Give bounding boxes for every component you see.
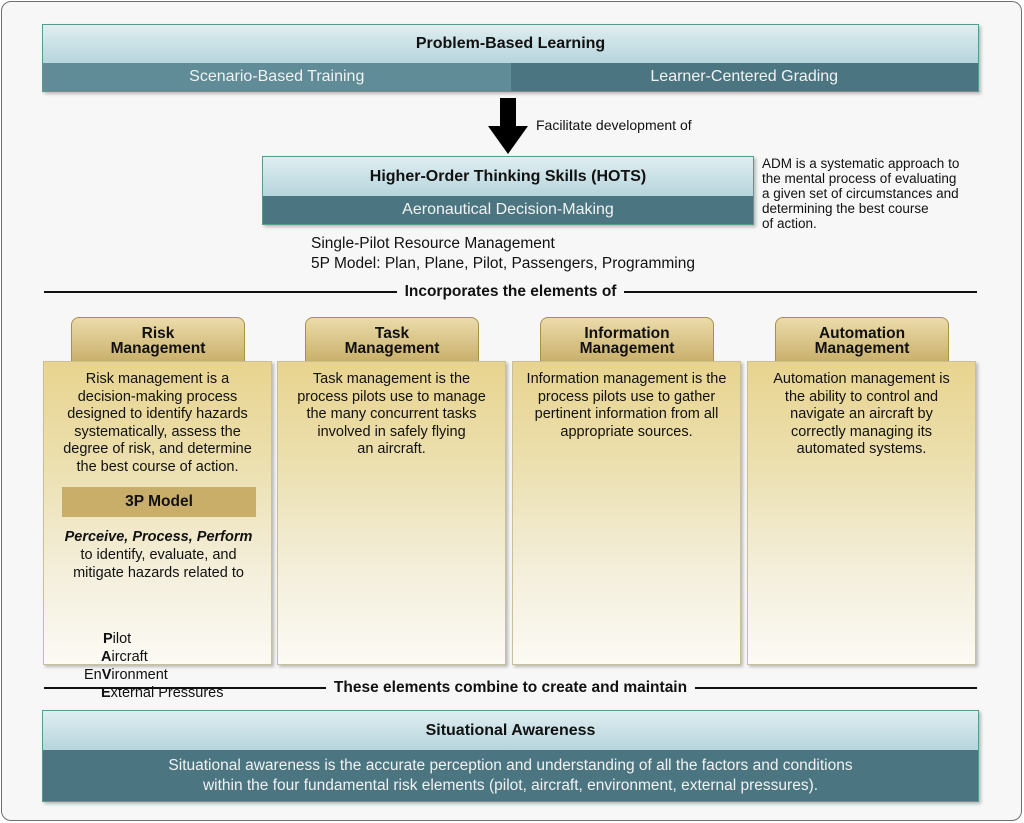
adm-note-line: the mental process of evaluating <box>762 171 957 186</box>
tab-title-line: Automation <box>818 324 906 342</box>
problem-based-learning-box: Problem-Based Learning Scenario-Based Tr… <box>42 24 979 92</box>
srm-line: Single-Pilot Resource Management <box>311 235 555 252</box>
risk-management-box: Risk management is a decision-making pro… <box>43 361 273 701</box>
sa-line: within the four fundamental risk element… <box>202 776 819 794</box>
divider-line <box>695 687 978 689</box>
divider-line <box>44 291 397 293</box>
desc-line: navigate an aircraft by <box>790 406 933 423</box>
information-management-box: Information management is the process pi… <box>512 361 741 665</box>
divider-line <box>624 291 978 293</box>
divider-label: Incorporates the elements of <box>404 283 617 300</box>
divider-combine: These elements combine to create and mai… <box>44 679 978 697</box>
pbl-title: Problem-Based Learning <box>43 25 978 63</box>
desc-line: pertinent information from all <box>534 406 719 423</box>
adm-label: Aeronautical Decision-Making <box>263 196 753 224</box>
adm-note-line: a given set of circumstances and <box>762 186 959 201</box>
ppp-line: to identify, evaluate, and <box>80 547 237 563</box>
automation-management-box: Automation management is the ability to … <box>747 361 976 665</box>
desc-line: degree of risk, and determine <box>63 441 252 458</box>
adm-note-line: determining the best course <box>762 201 929 216</box>
pave-letter: A <box>101 649 112 665</box>
down-arrow-icon <box>488 98 528 154</box>
perceive-process-perform: Perceive, Process, Perform <box>64 529 253 545</box>
desc-line: decision-making process <box>77 388 238 405</box>
desc-line: Information management is the <box>526 371 727 387</box>
desc-line: Task management is the <box>312 371 471 387</box>
desc-line: process pilots use to gather <box>537 388 716 405</box>
tab-title-line: Task <box>374 324 410 342</box>
desc-line: Risk management is a <box>85 371 230 387</box>
desc-line: designed to identify hazards <box>67 406 248 423</box>
srm-text: Single-Pilot Resource Management 5P Mode… <box>311 234 695 274</box>
sa-line: Situational awareness is the accurate pe… <box>168 756 853 774</box>
desc-line: appropriate sources. <box>560 423 693 440</box>
pave-letter: V <box>101 667 112 683</box>
tab-title-line: Information <box>584 324 670 342</box>
information-management-description: Information management is the process pi… <box>513 362 740 441</box>
pbl-subitems: Scenario-Based Training Learner-Centered… <box>43 63 978 91</box>
desc-line: systematically, assess the <box>74 423 241 440</box>
five-p-model-line: 5P Model: Plan, Plane, Pilot, Passengers… <box>311 255 695 272</box>
ppp-line: mitigate hazards related to <box>73 565 244 581</box>
scenario-based-training: Scenario-Based Training <box>43 63 511 91</box>
pave-item-external-pressures: External Pressures <box>101 684 224 702</box>
risk-management-description: Risk management is a decision-making pro… <box>44 362 271 477</box>
pave-item-environment: EnVironment <box>84 666 168 684</box>
tab-title-line: Management <box>344 339 440 357</box>
tab-title-line: Risk <box>141 324 175 342</box>
pave-letter: P <box>103 631 113 647</box>
pave-item-pilot: Pilot <box>103 630 131 648</box>
adm-note-line: of action. <box>762 216 817 231</box>
learner-centered-grading: Learner-Centered Grading <box>510 63 978 91</box>
adm-note-line: ADM is a systematic approach to <box>762 156 960 171</box>
pave-rest: ironment <box>111 667 168 683</box>
desc-line: the ability to control and <box>784 388 939 405</box>
task-management-description: Task management is the process pilots us… <box>278 362 505 459</box>
divider-label: These elements combine to create and mai… <box>333 679 688 696</box>
pave-letter: E <box>101 685 111 701</box>
task-management-box: Task management is the process pilots us… <box>277 361 506 665</box>
divider-incorporates: Incorporates the elements of <box>44 283 978 301</box>
desc-line: Automation management is <box>773 371 950 387</box>
pave-rest: ircraft <box>111 649 148 665</box>
pave-rest: xternal Pressures <box>110 685 224 701</box>
tab-title-line: Management <box>579 339 675 357</box>
desc-line: automated systems. <box>796 441 927 458</box>
three-p-description: Perceive, Process, Perform to identify, … <box>44 528 273 582</box>
automation-management-description: Automation management is the ability to … <box>748 362 975 459</box>
situational-awareness-description: Situational awareness is the accurate pe… <box>43 750 978 801</box>
divider-line <box>44 687 326 689</box>
three-p-model-label: 3P Model <box>62 487 256 517</box>
desc-line: process pilots use to manage <box>297 388 486 405</box>
situational-awareness-box: Situational Awareness Situational awaren… <box>42 710 979 802</box>
desc-line: an aircraft. <box>357 441 426 458</box>
situational-awareness-title: Situational Awareness <box>43 711 978 750</box>
pave-rest: ilot <box>112 631 132 647</box>
hots-title: Higher-Order Thinking Skills (HOTS) <box>263 157 753 196</box>
pave-item-aircraft: Aircraft <box>101 648 148 666</box>
desc-line: involved in safely flying <box>317 423 466 440</box>
tab-title-line: Management <box>110 339 206 357</box>
desc-line: correctly managing its <box>790 423 933 440</box>
hots-box: Higher-Order Thinking Skills (HOTS) Aero… <box>262 156 754 225</box>
adm-note: ADM is a systematic approach to the ment… <box>762 156 992 231</box>
facilitate-label: Facilitate development of <box>536 117 692 133</box>
pave-pre: En <box>84 667 102 683</box>
tab-title-line: Management <box>814 339 910 357</box>
desc-line: the many concurrent tasks <box>306 406 477 423</box>
desc-line: the best course of action. <box>76 458 239 475</box>
